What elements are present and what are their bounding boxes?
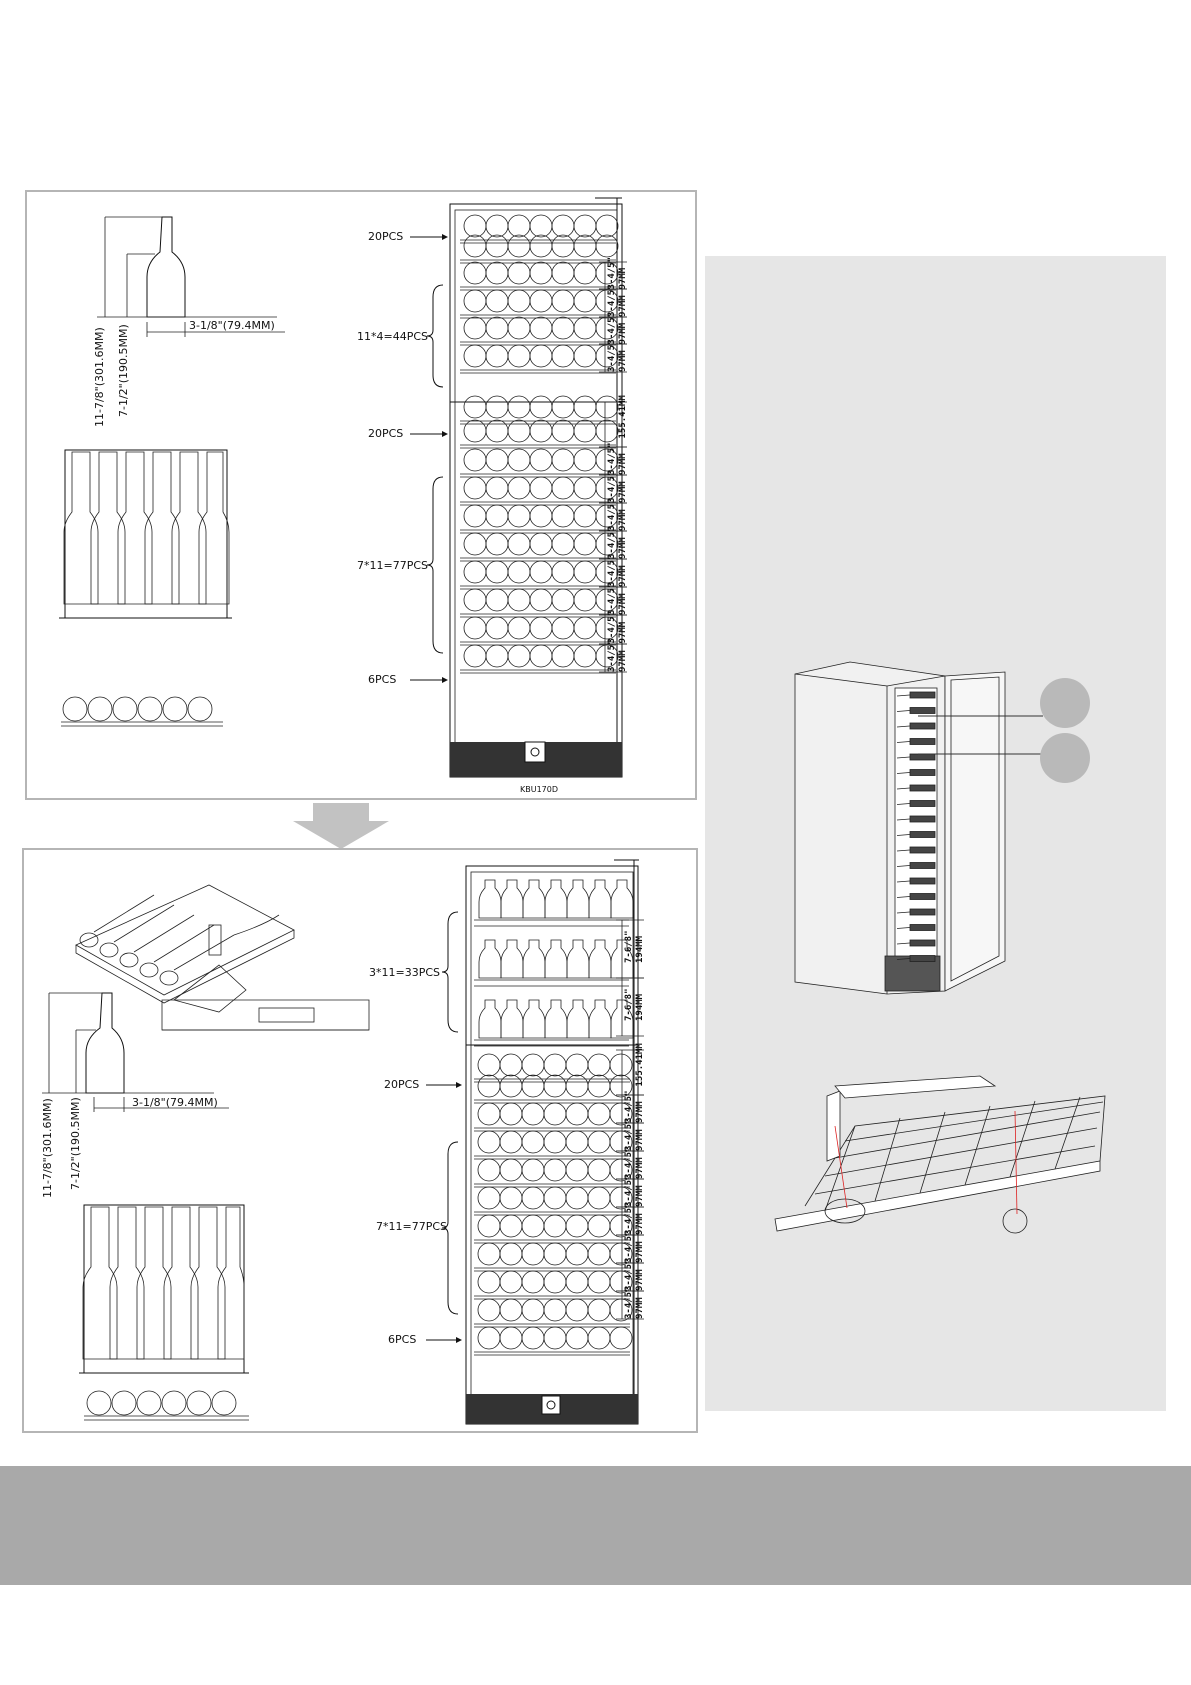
shelf-spacing-dimensions: 3-4/5"97MM3-4/5"97MM3-4/5"97MM3-4/5"97MM… [599, 257, 628, 673]
svg-text:3-4/5": 3-4/5" [607, 526, 617, 559]
cabinet-shelves [474, 879, 634, 1356]
bottle-total-height: 11-7/8"(301.6MM) [41, 1098, 54, 1198]
svg-text:3-4/5": 3-4/5" [607, 611, 617, 644]
top-layout-panel: 11-7/8"(301.6MM) 7-1/2"(190.5MM) 3-1/8"(… [25, 190, 697, 800]
svg-text:3-4/5": 3-4/5" [624, 1202, 634, 1235]
installation-illustration-panel [705, 256, 1166, 1411]
svg-text:3-4/5": 3-4/5" [624, 1118, 634, 1151]
svg-text:3-4/5": 3-4/5" [624, 1286, 634, 1319]
svg-text:97MM: 97MM [635, 1297, 645, 1319]
upper-rows-label: 3*11=33PCS [369, 966, 440, 979]
top-layout-drawing: 11-7/8"(301.6MM) 7-1/2"(190.5MM) 3-1/8"(… [59, 197, 628, 794]
lower-rows-label: 7*11=77PCS [357, 559, 428, 572]
svg-text:97MM: 97MM [635, 1213, 645, 1235]
svg-text:97MM: 97MM [618, 295, 628, 317]
svg-text:97MM: 97MM [635, 1269, 645, 1291]
callout-circle-1 [1040, 678, 1090, 728]
svg-text:3-4/5": 3-4/5" [607, 582, 617, 615]
installation-illustration [774, 661, 1106, 1234]
svg-text:3-4/5": 3-4/5" [607, 554, 617, 587]
middle-zone-label: 20PCS [368, 427, 403, 440]
bottle-diameter: 3-1/8"(79.4MM) [132, 1096, 218, 1109]
upper-rows-label: 11*4=44PCS [357, 330, 428, 343]
bottle-stack-front-view [79, 1204, 249, 1374]
svg-text:194MM: 194MM [635, 993, 645, 1021]
footer-band [0, 1466, 1191, 1585]
svg-text:97MM: 97MM [618, 537, 628, 559]
bottle-total-height: 11-7/8"(301.6MM) [93, 327, 106, 427]
callout-circle-2 [1040, 733, 1090, 783]
svg-text:3-4/5": 3-4/5" [607, 284, 617, 317]
svg-text:97MM: 97MM [618, 565, 628, 587]
svg-text:3-4/5": 3-4/5" [607, 339, 617, 372]
bottle-body-height: 7-1/2"(190.5MM) [69, 1097, 82, 1190]
svg-text:97MM: 97MM [618, 453, 628, 475]
svg-text:7-6/8": 7-6/8" [624, 930, 634, 963]
svg-text:97MM: 97MM [618, 322, 628, 344]
svg-text:3-4/5": 3-4/5" [624, 1174, 634, 1207]
svg-text:3-4/5": 3-4/5" [624, 1258, 634, 1291]
bottom-row-label: 6PCS [388, 1333, 416, 1346]
bottle-row-end-view [84, 1390, 249, 1421]
svg-text:194MM: 194MM [635, 935, 645, 963]
svg-text:97MM: 97MM [635, 1101, 645, 1123]
svg-text:3-4/5": 3-4/5" [624, 1146, 634, 1179]
svg-text:97MM: 97MM [618, 650, 628, 672]
svg-text:97MM: 97MM [618, 350, 628, 372]
bottom-layout-panel: 11-7/8"(301.6MM) 7-1/2"(190.5MM) 3-1/8"(… [22, 848, 698, 1433]
svg-text:97MM: 97MM [618, 593, 628, 615]
shelf-spacing-dimensions: 7-6/8"194MM7-6/8"194MM155.41MM3-4/5"97MM… [616, 919, 645, 1320]
svg-text:97MM: 97MM [635, 1129, 645, 1151]
bottle-dimension-diagram [42, 992, 229, 1112]
open-cabinet-sketch [794, 661, 1006, 995]
open-cabinet-shelves [896, 691, 936, 962]
svg-text:3-4/5": 3-4/5" [607, 257, 617, 290]
shelf-rail-closeup-sketch [774, 1075, 1106, 1234]
down-arrow-icon [293, 803, 389, 849]
cabinet-front-outline [465, 859, 639, 1425]
model-number: KBU170D [520, 785, 558, 794]
shelf-isometric-sketch [75, 884, 295, 1004]
bottle-row-end-view [61, 696, 223, 727]
svg-text:97MM: 97MM [635, 1241, 645, 1263]
svg-text:97MM: 97MM [618, 481, 628, 503]
svg-text:155.41MM: 155.41MM [618, 395, 628, 439]
top-zone-label: 20PCS [368, 230, 403, 243]
svg-text:3-4/5": 3-4/5" [607, 498, 617, 531]
bottle-body-height: 7-1/2"(190.5MM) [117, 324, 130, 417]
svg-text:3-4/5": 3-4/5" [607, 639, 617, 672]
svg-text:3-4/5": 3-4/5" [607, 442, 617, 475]
bottle-diameter: 3-1/8"(79.4MM) [189, 319, 275, 332]
bottom-row-label: 6PCS [368, 673, 396, 686]
svg-text:7-6/8": 7-6/8" [624, 988, 634, 1021]
bottle-dimension-diagram [97, 216, 285, 337]
svg-text:3-4/5": 3-4/5" [607, 470, 617, 503]
cabinet-shelves [460, 214, 619, 674]
svg-text:97MM: 97MM [618, 621, 628, 643]
svg-text:3-4/5": 3-4/5" [624, 1230, 634, 1263]
shelf-side-sketch [161, 964, 370, 1031]
lower-rows-label: 7*11=77PCS [376, 1220, 447, 1233]
svg-text:97MM: 97MM [635, 1185, 645, 1207]
svg-text:97MM: 97MM [618, 267, 628, 289]
middle-zone-label: 20PCS [384, 1078, 419, 1091]
svg-text:97MM: 97MM [635, 1157, 645, 1179]
bottom-layout-drawing: 11-7/8"(301.6MM) 7-1/2"(190.5MM) 3-1/8"(… [41, 859, 645, 1425]
svg-text:3-4/5": 3-4/5" [607, 312, 617, 345]
svg-text:155.41MM: 155.41MM [635, 1043, 645, 1087]
svg-text:3-4/5": 3-4/5" [624, 1090, 634, 1123]
svg-text:97MM: 97MM [618, 509, 628, 531]
bottle-stack-front-view [59, 449, 232, 619]
